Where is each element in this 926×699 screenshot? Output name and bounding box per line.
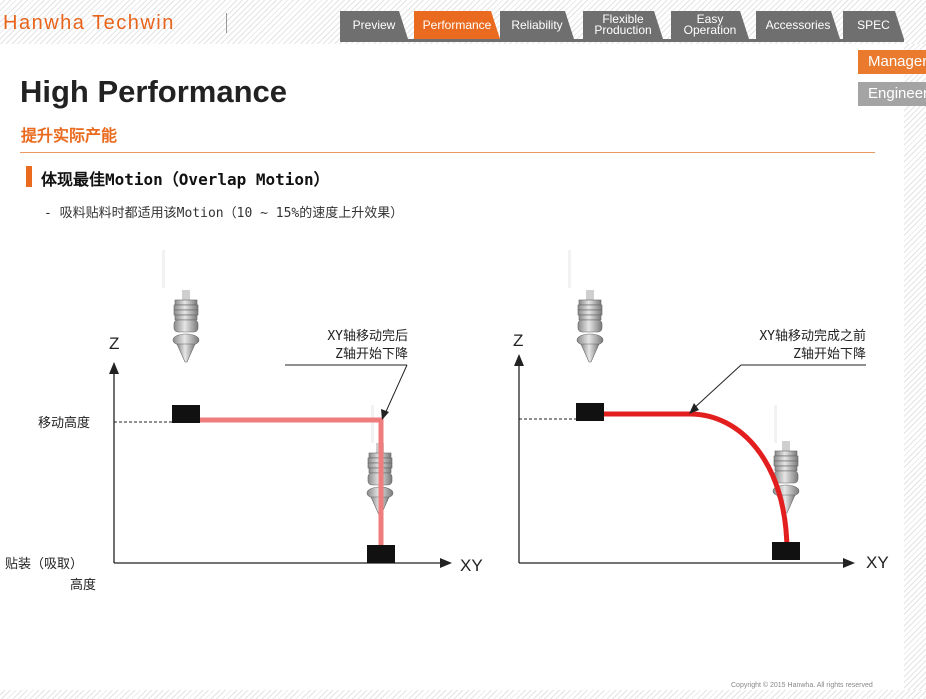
overlap-path: [590, 411, 790, 553]
component-pick: [172, 405, 200, 423]
xy-axis-arrow: [843, 558, 855, 568]
tab-label: Flexible Production: [594, 12, 652, 37]
xy-axis-label: XY: [460, 556, 483, 575]
xy-axis-arrow: [440, 558, 452, 568]
move-height-label: 移动高度: [38, 415, 90, 431]
callout-text-1: XY轴移动完后: [327, 329, 408, 344]
tab-spec[interactable]: SPEC: [843, 11, 904, 39]
callout-arrowhead: [689, 403, 699, 414]
right-margin-background: [904, 44, 926, 699]
tab-accessories[interactable]: Accessories: [756, 11, 840, 39]
hanwha-logo: Hanwha Techwin: [3, 12, 175, 34]
tab-underline: [340, 39, 904, 42]
nozzle-icon: [576, 289, 604, 363]
place-height-label: 贴装（吸取）: [5, 557, 83, 572]
tab-flexible-production[interactable]: Flexible Production: [583, 11, 663, 39]
tab-reliability[interactable]: Reliability: [500, 11, 574, 39]
callout-pointer: [383, 364, 408, 417]
tab-label: Performance: [422, 17, 492, 32]
tab-label: SPEC: [857, 17, 890, 32]
z-axis-arrow: [514, 354, 524, 366]
tab-label: Reliability: [511, 17, 563, 32]
tab-label: Easy Operation: [683, 12, 737, 37]
logo-separator: [226, 13, 227, 33]
component-place: [367, 545, 395, 563]
tab-preview[interactable]: Preview: [340, 11, 408, 39]
nozzle-shaft: [568, 250, 571, 288]
xy-axis-label: XY: [866, 553, 889, 572]
tab-label: Preview: [352, 17, 396, 32]
engineer-button[interactable]: Engineer: [858, 82, 926, 106]
footer-background: [0, 690, 926, 699]
tab-performance[interactable]: Performance: [414, 11, 500, 39]
z-axis-arrow: [109, 362, 119, 374]
nozzle-shaft: [774, 405, 777, 443]
tab-easy-operation[interactable]: Easy Operation: [671, 11, 749, 39]
callout-text-2: Z轴开始下降: [793, 347, 866, 362]
section-marker: [26, 166, 32, 187]
heading-divider: [20, 152, 875, 153]
callout-arrowhead: [381, 409, 389, 420]
sequential-path: [186, 417, 384, 552]
tab-label: Accessories: [765, 17, 831, 32]
component-place: [772, 542, 800, 560]
manager-button[interactable]: Manager: [858, 50, 926, 74]
z-axis-label: Z: [513, 331, 523, 350]
nozzle-shaft: [162, 250, 165, 288]
z-axis-label: Z: [109, 334, 119, 353]
page-title: High Performance: [20, 74, 288, 109]
section-heading: 体现最佳Motion（Overlap Motion）: [41, 170, 330, 189]
callout-text-1: XY轴移动完成之前: [759, 328, 866, 344]
place-height-label-2: 高度: [70, 577, 96, 593]
component-pick: [576, 403, 604, 421]
page-subtitle: 提升实际产能: [21, 126, 118, 145]
nozzle-icon: [772, 440, 800, 514]
copyright-footer: Copyright © 2015 Hanwha. All rights rese…: [731, 682, 873, 689]
section-bullet: - 吸料贴料时都适用该Motion（10 ~ 15%的速度上升效果）: [44, 206, 404, 221]
callout-pointer: [691, 364, 742, 411]
diagram-sequential-motion: Z XY 移动高度 贴装（吸取） 高度 XY轴移动完后 Z轴开始下降: [5, 250, 483, 593]
nozzle-icon: [172, 289, 200, 363]
diagram-overlap-motion: Z XY XY轴移动完成之前 Z轴开始下降: [513, 250, 889, 572]
callout-text-2: Z轴开始下降: [335, 347, 408, 362]
nozzle-shaft: [371, 405, 374, 443]
